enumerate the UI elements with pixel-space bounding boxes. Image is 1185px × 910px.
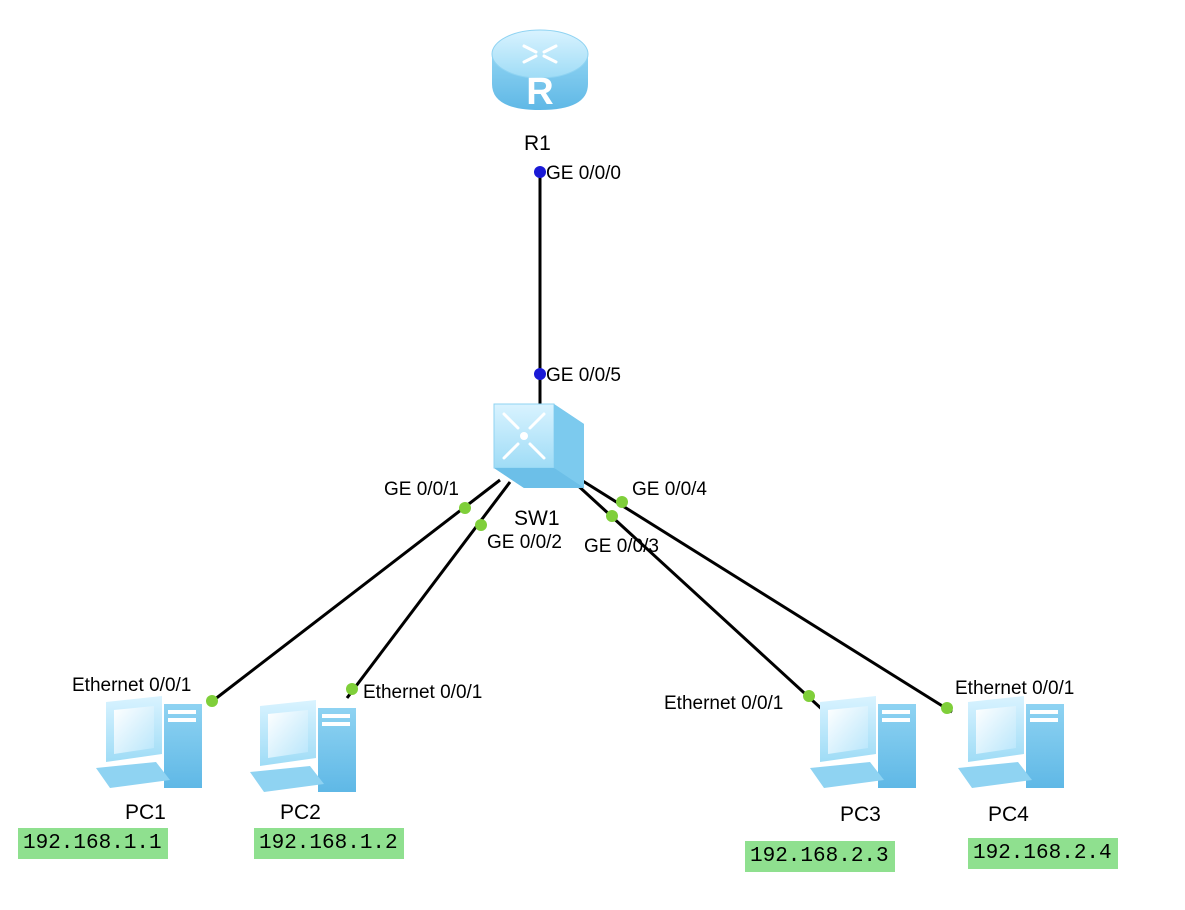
port-label-sw1-ge004: GE 0/0/4: [632, 479, 707, 500]
port-dot-pc3-eth: [803, 690, 815, 702]
port-dot-sw1-ge005: [534, 368, 546, 380]
pc-icon[interactable]: [958, 696, 1064, 788]
port-dot-sw1-ge004: [616, 496, 628, 508]
port-dot-sw1-ge003: [606, 510, 618, 522]
pc-icon[interactable]: [810, 696, 916, 788]
ip-label-pc4: 192.168.2.4: [968, 838, 1118, 869]
port-label-sw1-ge001: GE 0/0/1: [384, 479, 459, 500]
pc1-name: PC1: [125, 801, 166, 824]
router-icon[interactable]: R: [491, 29, 589, 113]
ip-label-pc1: 192.168.1.1: [18, 828, 168, 859]
link-sw1-pc2[interactable]: [345, 481, 512, 699]
ip-label-pc2: 192.168.1.2: [254, 828, 404, 859]
svg-text:R: R: [526, 71, 553, 113]
pc-icon[interactable]: [250, 700, 356, 792]
ip-label-pc3: 192.168.2.3: [745, 841, 895, 872]
pc3-name: PC3: [840, 803, 881, 826]
port-label-sw1-ge002: GE 0/0/2: [487, 532, 562, 553]
switch-icon[interactable]: [493, 403, 584, 488]
port-dot-r1-ge000: [534, 166, 546, 178]
port-dot-sw1-ge001: [459, 502, 471, 514]
pc2-name: PC2: [280, 801, 321, 824]
router-name: R1: [524, 132, 551, 155]
port-label-sw1-ge005: GE 0/0/5: [546, 365, 621, 386]
switch-name: SW1: [514, 507, 560, 530]
pc4-name: PC4: [988, 803, 1029, 826]
port-label-pc3-eth: Ethernet 0/0/1: [664, 693, 784, 714]
port-dot-pc1-eth: [206, 695, 218, 707]
pc-icon[interactable]: [96, 696, 202, 788]
port-label-sw1-ge003: GE 0/0/3: [584, 536, 659, 557]
port-label-r1-ge000: GE 0/0/0: [546, 163, 621, 184]
link-sw1-pc4[interactable]: [577, 476, 953, 714]
port-label-pc4-eth: Ethernet 0/0/1: [955, 678, 1075, 699]
link-sw1-pc1[interactable]: [209, 478, 501, 705]
port-dot-sw1-ge002: [475, 519, 487, 531]
port-dot-pc4-eth: [941, 702, 953, 714]
port-label-pc2-eth: Ethernet 0/0/1: [363, 682, 483, 703]
port-dot-pc2-eth: [346, 683, 358, 695]
port-dots-layer: [206, 166, 953, 714]
port-label-pc1-eth: Ethernet 0/0/1: [72, 675, 192, 696]
